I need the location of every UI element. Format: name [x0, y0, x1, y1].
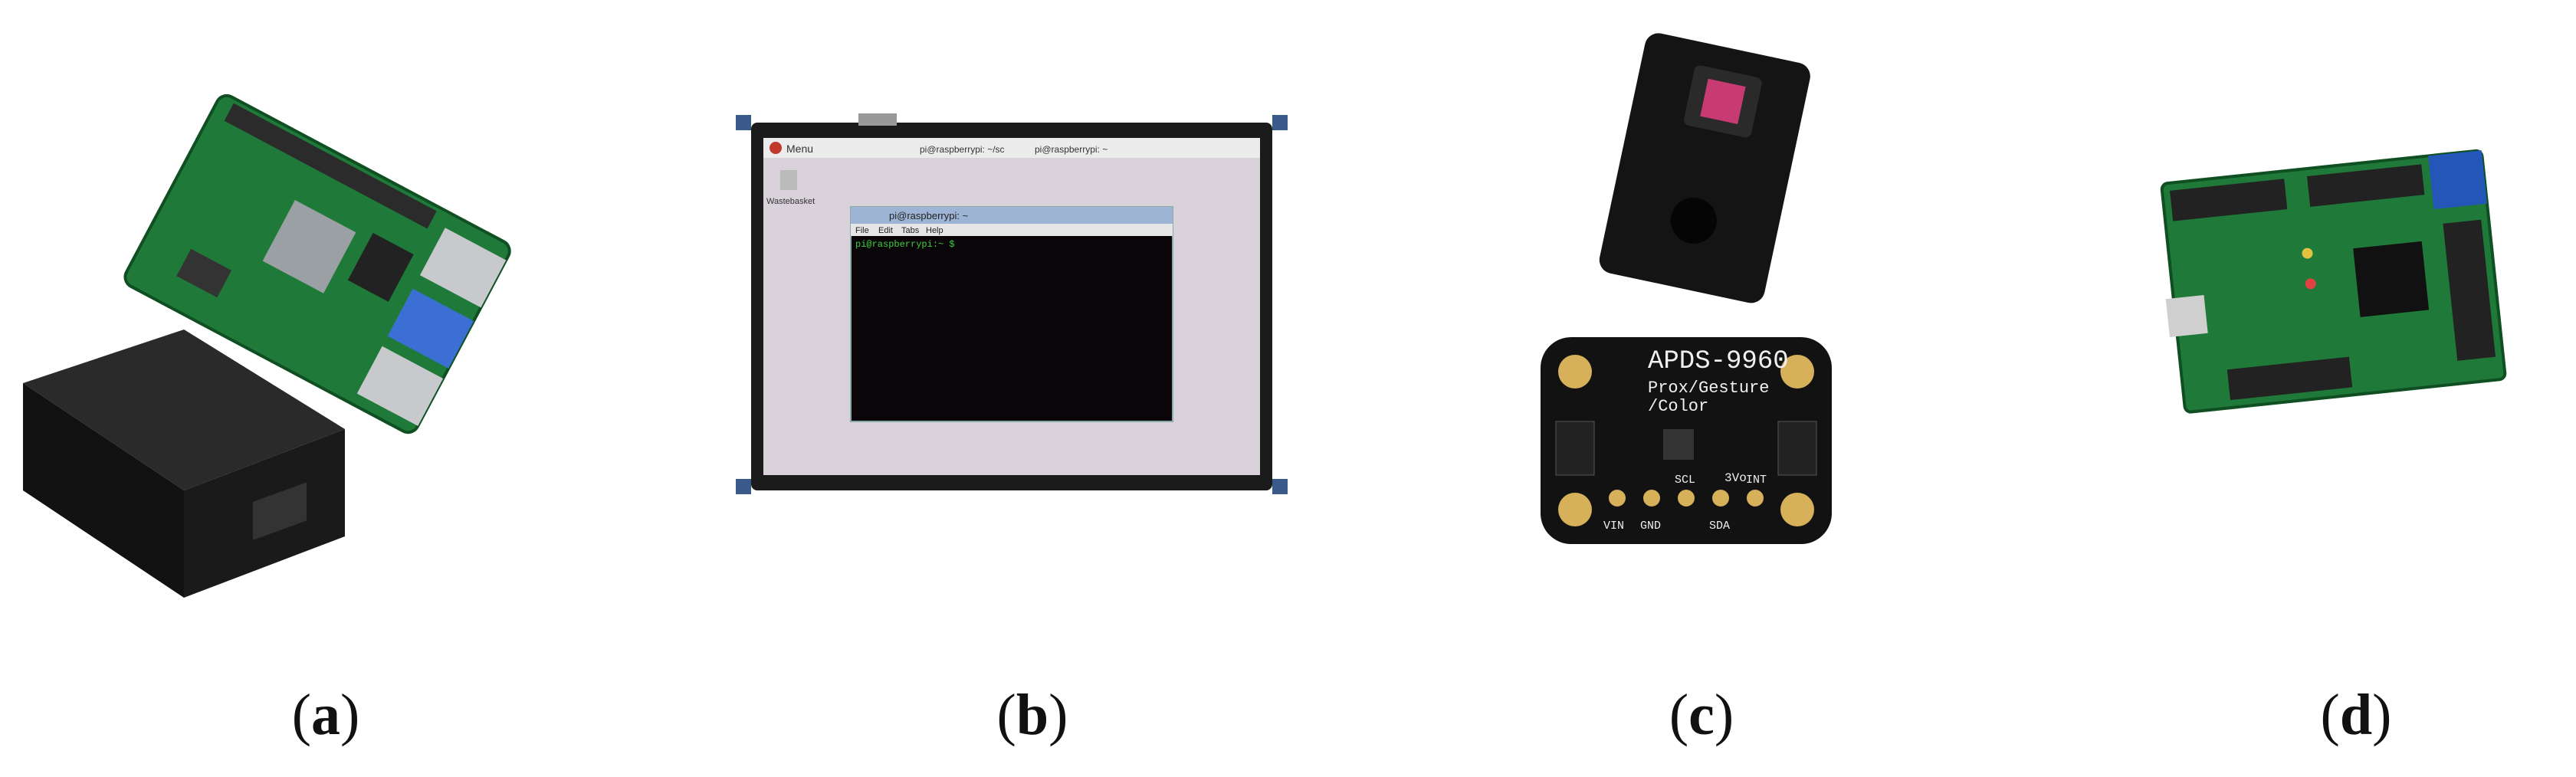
caption-d: (d): [2320, 683, 2392, 747]
terminal-titlebar: [851, 207, 1173, 224]
pin-label-scl: SCL: [1675, 474, 1695, 487]
terminal-menu-tabs: Tabs: [901, 226, 920, 235]
sensor-modules-illustration: APDS-9960 Prox/Gesture /Color 3Vo VIN GN…: [1541, 33, 1832, 544]
board-line-3: /Color: [1648, 397, 1708, 416]
terminal-menu-edit: Edit: [878, 226, 893, 235]
taskbar-item-2: pi@raspberrypi: ~: [1035, 144, 1108, 155]
pin-label-vin: VIN: [1603, 520, 1624, 533]
pin-label-sda: SDA: [1709, 520, 1730, 533]
servo-controller-board: [2160, 149, 2507, 414]
pin-label-gnd: GND: [1640, 520, 1661, 533]
gesture-sensor-housing: [1599, 33, 1810, 303]
terminal-menu-file: File: [855, 226, 869, 235]
desktop-icon-label: Wastebasket: [766, 197, 815, 206]
touch-display-illustration: Menu pi@raspberrypi: ~/sc pi@raspberrypi…: [736, 113, 1288, 494]
raspberry-pi-and-case-illustration: [23, 93, 511, 598]
terminal-title: pi@raspberrypi: ~: [889, 210, 969, 221]
panel-d-image: [2131, 0, 2514, 628]
menu-label: Menu: [786, 143, 813, 155]
panel-b-image: Menu pi@raspberrypi: ~/sc pi@raspberrypi…: [736, 0, 1326, 628]
terminal-block: [2428, 150, 2488, 210]
terminal-menu-help: Help: [926, 226, 943, 235]
terminal-prompt: pi@raspberrypi:~ $: [855, 239, 955, 250]
jumper-label: 3Vo: [1724, 471, 1747, 485]
panel-a-image: [0, 0, 582, 628]
taskbar-item-1: pi@raspberrypi: ~/sc: [920, 144, 1005, 155]
taskbar: [763, 138, 1260, 158]
raspberry-icon: [770, 142, 782, 154]
terminal-window: [850, 206, 1173, 422]
servo-controller-illustration: [2160, 149, 2507, 414]
caption-a: (a): [291, 683, 360, 747]
board-line-2: Prox/Gesture: [1648, 379, 1769, 398]
panel-c-image: APDS-9960 Prox/Gesture /Color 3Vo VIN GN…: [1502, 0, 1870, 628]
trash-icon: [780, 170, 797, 190]
apds-9960-board: APDS-9960 Prox/Gesture /Color 3Vo VIN GN…: [1541, 337, 1832, 544]
caption-c: (c): [1669, 683, 1734, 747]
caption-b: (b): [996, 683, 1068, 747]
pin-label-int: INT: [1746, 474, 1767, 487]
board-title: APDS-9960: [1648, 347, 1789, 376]
